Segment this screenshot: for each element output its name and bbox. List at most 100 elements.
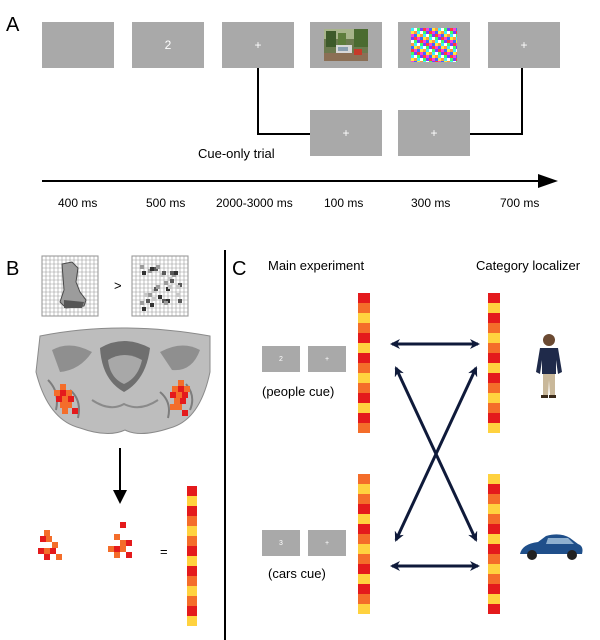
cue-screen: 2 — [132, 22, 204, 68]
voxel-cell — [358, 544, 370, 554]
voxel-cell — [488, 333, 500, 343]
voxel-cell — [488, 594, 500, 604]
voxel-cell — [358, 303, 370, 313]
voxel-cell — [488, 343, 500, 353]
voxel-cell — [488, 313, 500, 323]
voxel-cell — [488, 534, 500, 544]
voxel-cell — [358, 574, 370, 584]
voxel-cell — [488, 554, 500, 564]
voxel-cell — [358, 343, 370, 353]
panel-a-label: A — [6, 14, 20, 36]
category-localizer-heading: Category localizer — [476, 258, 581, 273]
voxel-cell — [187, 586, 197, 596]
timing-label: 100 ms — [324, 196, 364, 210]
voxel-cell — [488, 484, 500, 494]
voxel-cell — [187, 616, 197, 626]
panel-divider — [224, 250, 226, 640]
voxel-cell — [488, 584, 500, 594]
voxel-cell — [358, 423, 370, 433]
voxel-cell — [187, 526, 197, 536]
voxel-cell — [187, 596, 197, 606]
voxel-cell — [488, 393, 500, 403]
voxel-cell — [358, 383, 370, 393]
voxel-pattern-bar — [187, 486, 197, 626]
voxel-cell — [358, 333, 370, 343]
scrambled-grid-thumbnail — [131, 255, 189, 317]
greater-than-sign: > — [114, 278, 122, 293]
voxel-cell — [358, 373, 370, 383]
cue-only-fixation-screen-2: + — [398, 110, 470, 156]
voxel-cell — [358, 564, 370, 574]
voxel-cell — [488, 494, 500, 504]
cars-cue-fixation-screen: + — [308, 530, 346, 556]
voxel-cell — [488, 544, 500, 554]
timing-label: 500 ms — [146, 196, 186, 210]
comparison-arrows — [390, 339, 480, 571]
voxel-cell — [358, 323, 370, 333]
main-experiment-heading: Main experiment — [268, 258, 365, 273]
voxel-cell — [488, 413, 500, 423]
voxel-cell — [358, 604, 370, 614]
voxel-cell — [488, 514, 500, 524]
voxel-cell — [358, 514, 370, 524]
voxel-cell — [488, 423, 500, 433]
voxel-cell — [488, 474, 500, 484]
voxel-pattern-bar — [488, 293, 500, 433]
voxel-cell — [488, 293, 500, 303]
voxel-cell — [187, 536, 197, 546]
voxel-cell — [358, 393, 370, 403]
cue-only-trial-label: Cue-only trial — [198, 146, 275, 161]
fixation-screen: + — [222, 22, 294, 68]
voxel-pattern-bar — [488, 474, 500, 614]
timing-label: 2000-3000 ms — [216, 196, 293, 210]
voxel-pattern-bar — [358, 474, 370, 614]
voxel-cell — [488, 383, 500, 393]
voxel-cell — [488, 363, 500, 373]
voxel-cell — [358, 584, 370, 594]
equals-sign: = — [160, 544, 168, 559]
voxel-cell — [358, 474, 370, 484]
voxel-cell — [358, 363, 370, 373]
voxel-cell — [187, 606, 197, 616]
voxel-cell — [358, 504, 370, 514]
voxel-cell — [358, 403, 370, 413]
car-image — [520, 534, 583, 560]
voxel-cell — [488, 524, 500, 534]
voxel-cell — [358, 554, 370, 564]
voxel-cell — [187, 556, 197, 566]
people-cue-label: (people cue) — [262, 384, 335, 399]
voxel-cell — [187, 506, 197, 516]
voxel-cell — [358, 293, 370, 303]
voxel-cell — [488, 564, 500, 574]
voxel-cell — [358, 594, 370, 604]
voxel-cell — [358, 353, 370, 363]
blank-screen — [42, 22, 114, 68]
voxel-cell — [358, 534, 370, 544]
panel-c-label: C — [232, 258, 247, 280]
object-grid-thumbnail — [41, 255, 99, 317]
voxel-cell — [488, 303, 500, 313]
cue-only-fixation-screen-1: + — [310, 110, 382, 156]
voxel-cell — [187, 486, 197, 496]
timing-label: 300 ms — [411, 196, 451, 210]
voxel-cell — [187, 566, 197, 576]
street-scene-photo — [324, 29, 368, 61]
people-cue-digit-screen: 2 — [262, 346, 300, 372]
voxel-cell — [358, 313, 370, 323]
voxel-cell — [488, 574, 500, 584]
voxel-cell — [488, 403, 500, 413]
cars-cue-digit-screen: 3 — [262, 530, 300, 556]
voxel-cell — [187, 516, 197, 526]
fixation-end-screen: + — [488, 22, 560, 68]
voxel-cell — [187, 546, 197, 556]
brain-slice-image — [35, 327, 211, 434]
voxel-cell — [488, 604, 500, 614]
colorful-noise-mask — [411, 28, 457, 62]
voxel-cell — [358, 484, 370, 494]
cars-cue-label: (cars cue) — [268, 566, 326, 581]
scene-stimulus-screen — [310, 22, 382, 68]
timing-label: 400 ms — [58, 196, 98, 210]
